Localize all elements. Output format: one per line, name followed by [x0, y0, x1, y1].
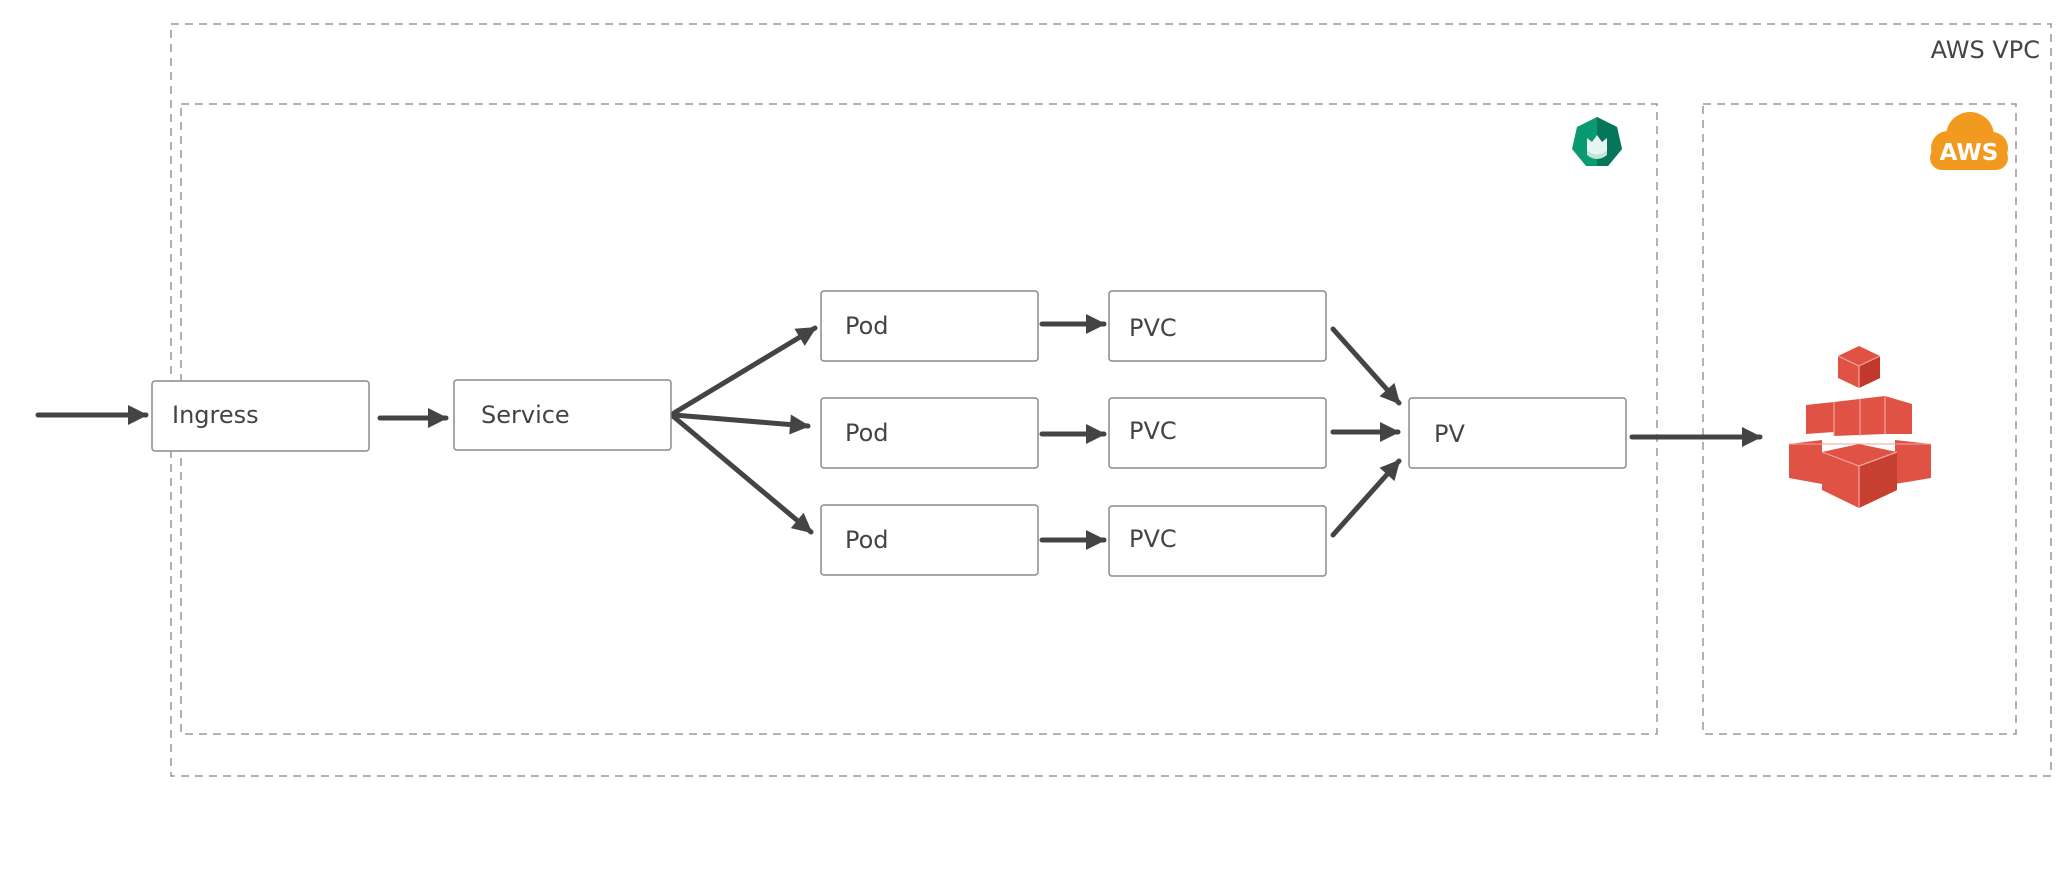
ingress-label: Ingress — [172, 401, 259, 429]
pvc-node-1: PVC — [1108, 290, 1327, 362]
pod-label-2: Pod — [845, 419, 889, 447]
aws-ebs-storage-icon — [1789, 346, 1931, 508]
aws-vpc-label: AWS VPC — [1931, 36, 2040, 64]
pvc-node-2: PVC — [1108, 397, 1327, 469]
pvc-label-2: PVC — [1129, 417, 1177, 445]
pv-node: PV — [1408, 397, 1627, 469]
aws-badge-text: AWS — [1940, 140, 1999, 166]
service-node: Service — [453, 379, 672, 451]
ingress-node: Ingress — [151, 380, 370, 452]
pod-label-3: Pod — [845, 526, 889, 554]
pod-node-3: Pod — [820, 504, 1039, 576]
aws-cloud-icon: AWS — [1930, 112, 2008, 170]
pod-node-1: Pod — [820, 290, 1039, 362]
service-label: Service — [481, 401, 570, 429]
pvc-label-1: PVC — [1129, 314, 1177, 342]
pod-node-2: Pod — [820, 397, 1039, 469]
arrow-pvc-3-to-pv — [1330, 458, 1402, 538]
arrow-service-to-pod-3 — [671, 414, 814, 535]
arrow-service-to-pod-1 — [671, 325, 818, 416]
pv-label: PV — [1434, 420, 1465, 448]
arrow-service-to-pod-2 — [671, 412, 811, 435]
kubernetes-cluster-icon — [1572, 117, 1622, 166]
aws-cloud-boundary — [1702, 103, 2017, 735]
arrow-pvc-1-to-pv — [1330, 326, 1402, 406]
pvc-label-3: PVC — [1129, 525, 1177, 553]
pod-label-1: Pod — [845, 312, 889, 340]
pvc-node-3: PVC — [1108, 505, 1327, 577]
